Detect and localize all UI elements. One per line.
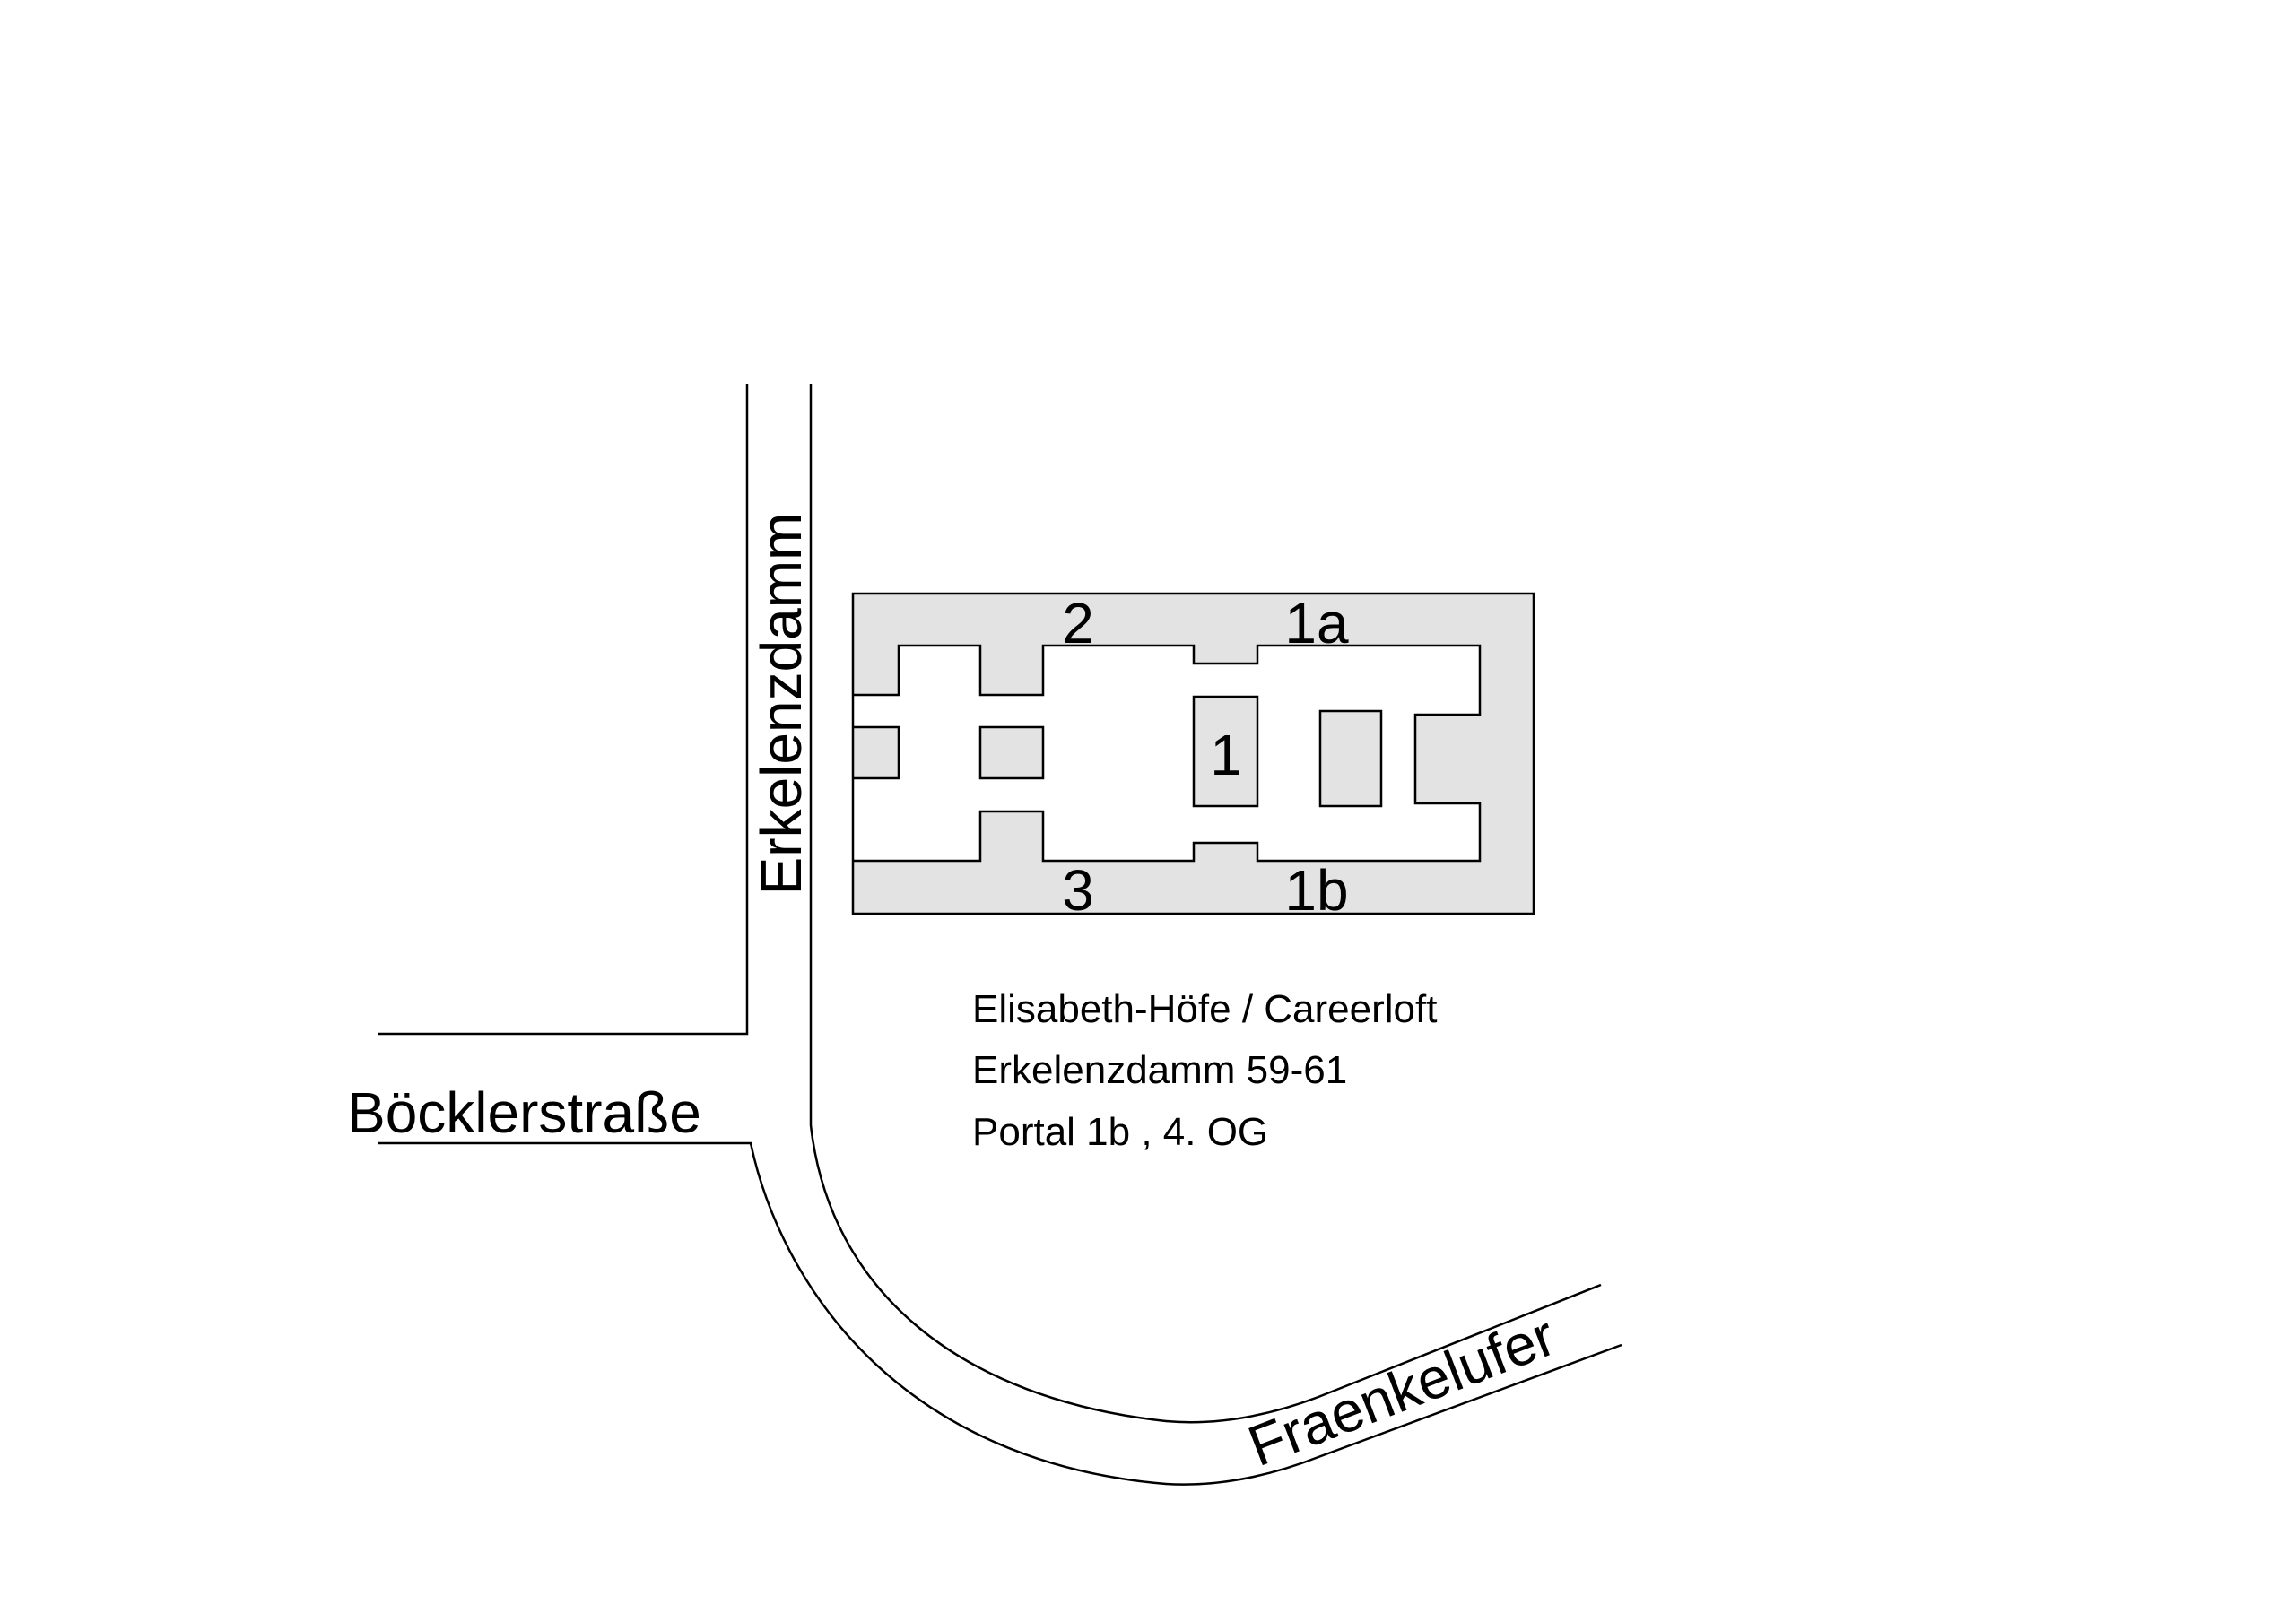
address-block: Elisabeth-Höfe / Careerloft Erkelenzdamm…: [972, 987, 1437, 1154]
building-complex: [851, 592, 1535, 915]
street-label-erkelenzdamm: Erkelenzdamm: [749, 513, 813, 896]
address-line-2: Erkelenzdamm 59-61: [972, 1048, 1347, 1092]
building-footprint: [851, 592, 1535, 915]
portal-label-1a: 1a: [1284, 591, 1349, 655]
inner-block-east: [1318, 709, 1383, 808]
erkelenzdamm-west-edge: [378, 384, 749, 1036]
portal-label-3: 3: [1062, 858, 1094, 923]
address-line-3: Portal 1b , 4. OG: [972, 1110, 1268, 1154]
street-label-boecklerstrasse: Böcklerstraße: [347, 1080, 701, 1145]
portal-label-2: 2: [1062, 591, 1094, 655]
erkelenzdamm-east-edge: [809, 384, 1602, 1424]
boecklerstrasse-south-edge: [378, 1141, 1622, 1486]
portal-labels: 2 1a 1 3 1b: [1062, 591, 1349, 923]
portal-label-1: 1: [1210, 723, 1242, 787]
inner-block-portal-1: [1192, 695, 1259, 808]
address-line-1: Elisabeth-Höfe / Careerloft: [972, 987, 1437, 1031]
street-label-fraenkelufer: Fraenkelufer: [1239, 1303, 1563, 1479]
road-network: [378, 384, 1622, 1486]
portal-label-1b: 1b: [1284, 858, 1348, 923]
